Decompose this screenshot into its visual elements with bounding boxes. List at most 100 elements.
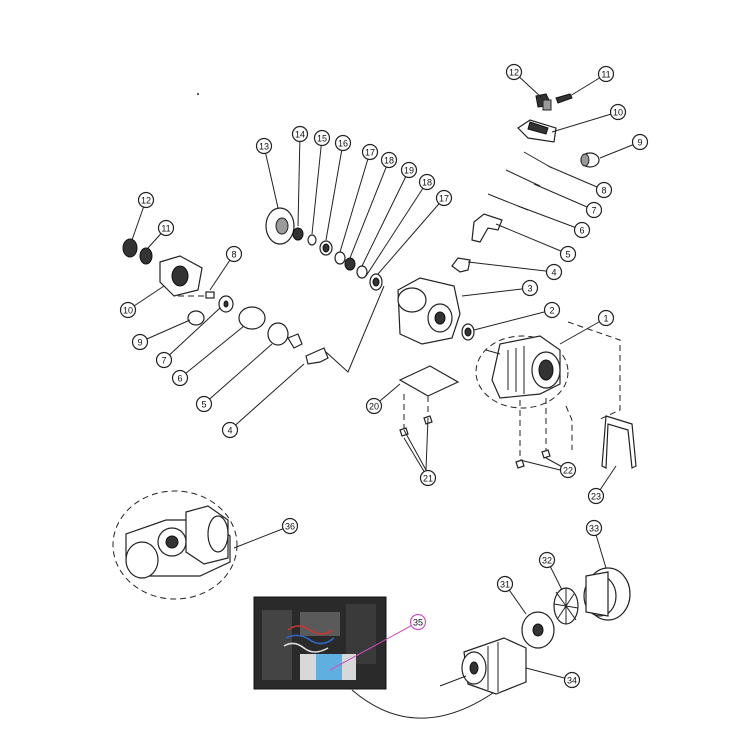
part-22-fasteners <box>515 398 551 469</box>
callout-c23: 23 <box>587 487 605 505</box>
part-1-motor <box>475 335 569 409</box>
part-12-right <box>535 93 552 111</box>
callout-bubble <box>131 333 149 351</box>
leader-line-extra-1 <box>425 417 429 471</box>
part-7-left <box>218 295 234 313</box>
leader-line-c17b <box>377 197 445 275</box>
callout-label: 17 <box>365 148 375 158</box>
part-7-right <box>505 169 541 187</box>
part-14-seal <box>292 227 304 241</box>
part-31-end-cover <box>521 611 555 649</box>
callout-c5r: 5 <box>559 245 577 263</box>
callout-label: 19 <box>404 166 414 176</box>
callout-c6l: 6 <box>171 369 189 387</box>
callout-bubble <box>171 369 189 387</box>
part-9-left <box>187 310 205 326</box>
assembly-guide-line <box>325 285 385 373</box>
stray-dot <box>197 93 199 95</box>
callout-bubble <box>409 613 427 631</box>
callout-label: 18 <box>384 156 394 166</box>
callout-bubble <box>119 301 137 319</box>
callout-label: 15 <box>317 134 327 144</box>
part-5-left <box>267 322 303 349</box>
leader-line-extra-0 <box>403 429 427 471</box>
callout-bubble <box>419 469 437 487</box>
callout-label: 2 <box>549 306 554 316</box>
callout-c18a: 18 <box>380 151 398 169</box>
callout-label: 5 <box>565 250 570 260</box>
part-18-washer-a <box>344 257 356 271</box>
part-8-right <box>523 151 553 169</box>
part-6-left <box>238 306 266 330</box>
leader-line-c4r <box>467 261 555 273</box>
callout-c4r: 4 <box>545 263 563 281</box>
part-13-impeller-housing <box>265 207 295 245</box>
callout-label: 11 <box>601 70 610 80</box>
callout-label: 5 <box>201 400 206 410</box>
callout-c1: 1 <box>597 309 615 327</box>
part-5-right <box>471 213 503 243</box>
callout-bubble <box>365 397 383 415</box>
callout-c33: 33 <box>585 519 603 537</box>
part-15-ring <box>307 234 317 246</box>
leader-lines <box>127 71 641 681</box>
leader-line-c5l <box>203 343 273 405</box>
callout-label: 12 <box>141 196 151 206</box>
callout-bubble <box>595 181 613 199</box>
callout-c14: 14 <box>291 125 309 143</box>
callout-c17a: 17 <box>361 143 379 161</box>
callout-c5l: 5 <box>195 395 213 413</box>
photo-to-motor-line <box>351 681 509 719</box>
callout-label: 3 <box>527 284 532 294</box>
leader-line-c9l <box>139 319 191 343</box>
part-4-left <box>305 347 329 365</box>
callout-c4l: 4 <box>221 421 239 439</box>
callout-c3: 3 <box>521 279 539 297</box>
callout-c36: 36 <box>281 517 299 535</box>
callout-label: 8 <box>231 250 236 260</box>
callout-c20: 20 <box>365 397 383 415</box>
callout-c10l: 10 <box>119 301 137 319</box>
callout-bubble <box>543 301 561 319</box>
callout-bubble <box>559 461 577 479</box>
callout-bubble <box>435 189 453 207</box>
leader-line-c36 <box>233 525 291 549</box>
callout-c10r: 10 <box>609 103 627 121</box>
callout-c9l: 9 <box>131 333 149 351</box>
callout-c11l: 11 <box>157 219 175 237</box>
callout-c18b: 18 <box>418 173 436 191</box>
part-10-left <box>159 255 210 297</box>
callout-c17b: 17 <box>435 189 453 207</box>
callout-label: 8 <box>601 186 606 196</box>
callout-label: 33 <box>589 524 599 534</box>
leader-line-c3 <box>461 287 531 297</box>
part-12-left <box>122 238 138 258</box>
callout-label: 34 <box>567 676 577 686</box>
callout-label: 11 <box>161 224 170 234</box>
callout-label: 23 <box>591 492 601 502</box>
part-2-gasket <box>461 323 475 341</box>
callout-c13: 13 <box>255 137 273 155</box>
part-33-fan-cover <box>583 567 631 621</box>
callout-bubble <box>585 519 603 537</box>
callout-label: 16 <box>338 139 348 149</box>
callout-bubble <box>496 575 514 593</box>
part-20-base-plate <box>398 365 460 430</box>
leader-line-c7r <box>533 183 595 211</box>
callout-c7r: 7 <box>585 201 603 219</box>
callout-bubble <box>418 173 436 191</box>
callout-bubble <box>361 143 379 161</box>
callout-label: 9 <box>637 138 642 148</box>
callout-bubble <box>609 103 627 121</box>
callout-c6r: 6 <box>573 221 591 239</box>
callout-label: 17 <box>439 194 449 204</box>
part-4-right <box>451 257 471 273</box>
callout-bubble <box>281 517 299 535</box>
callout-label: 6 <box>177 374 182 384</box>
callout-bubble <box>538 551 556 569</box>
callout-bubble <box>255 137 273 155</box>
callout-c22: 22 <box>559 461 577 479</box>
callout-label: 10 <box>613 108 623 118</box>
callout-c31: 31 <box>496 575 514 593</box>
callout-bubble <box>521 279 539 297</box>
